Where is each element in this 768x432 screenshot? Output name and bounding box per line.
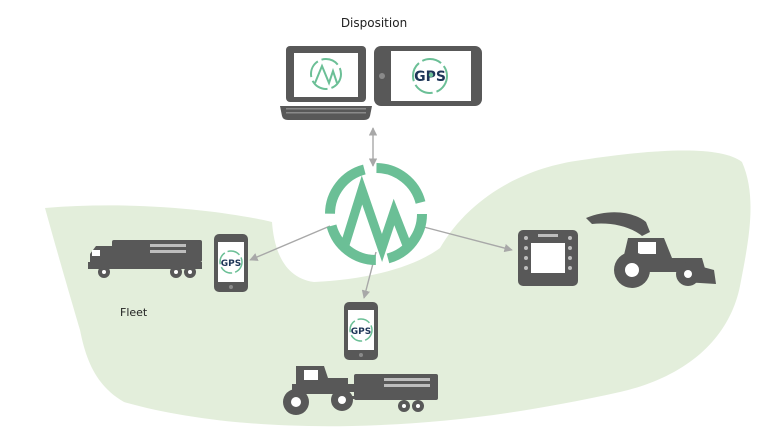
tablet-icon: GPS (374, 46, 482, 106)
tractor-phone-gps-logo: GPS (351, 327, 371, 337)
disposition-label: Disposition (340, 16, 408, 30)
arrow-fleet-phone (249, 225, 331, 261)
arrow-terminal (419, 225, 513, 253)
laptop-icon (280, 46, 372, 120)
onboard-terminal-icon (518, 230, 578, 286)
tablet-gps-logo: GPS (414, 69, 446, 85)
forage-harvester-icon (586, 212, 716, 288)
fleet-label: Fleet (120, 306, 148, 319)
tractor-icon (283, 366, 438, 415)
smartphone-icon: GPS (214, 234, 248, 292)
field-background (45, 150, 751, 427)
truck-icon (88, 240, 202, 278)
fleet-phone-gps-logo: GPS (221, 259, 241, 269)
tractor-smartphone-icon: GPS (344, 302, 378, 360)
ar-hub-logo (325, 163, 427, 265)
